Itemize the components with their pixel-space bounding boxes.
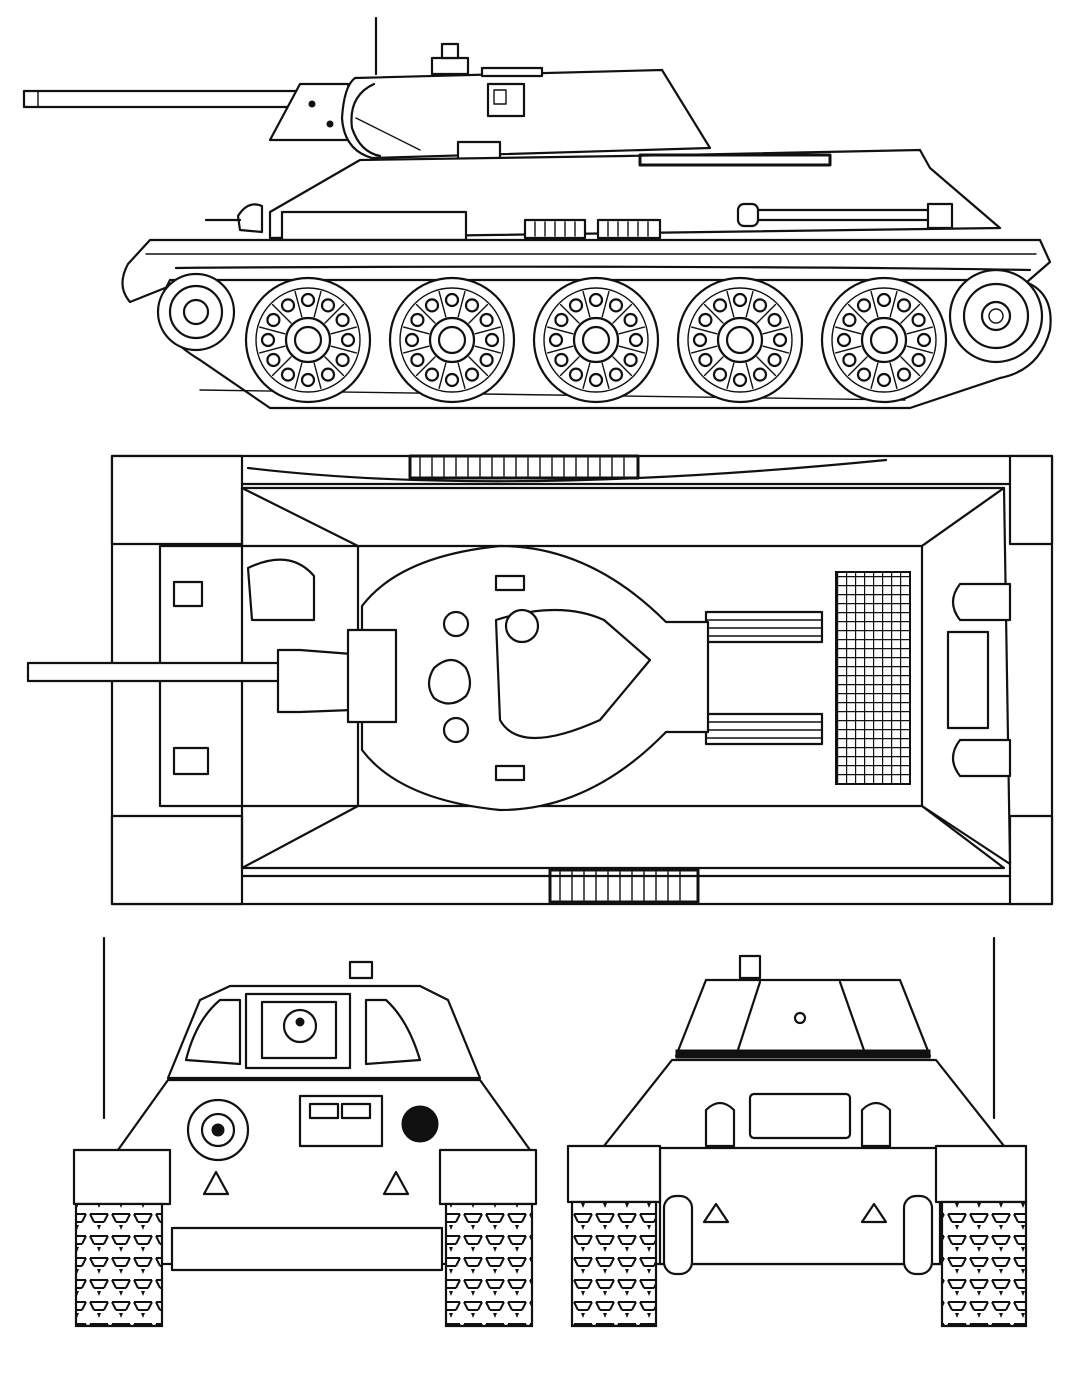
front-tow-hook-left [202,1170,230,1196]
rear-view [566,936,1028,1328]
road-wheel [388,276,516,404]
side-gun-barrel [22,89,302,109]
top-rear-left-fender [1008,454,1054,546]
top-front-left-fender [110,454,244,546]
side-idler-wheel [156,272,236,352]
front-headlight [401,1105,439,1143]
top-upper-glacis-right [240,804,1006,870]
rear-track-right [940,1200,1028,1328]
front-tow-hook-right [382,1170,410,1196]
rear-tow-hook-right [860,1202,888,1224]
top-turret [360,544,710,812]
top-exhaust-upper [951,582,1012,622]
rear-tow-hook-left [702,1202,730,1224]
side-drive-sprocket [948,268,1044,364]
side-engine-grille [638,153,832,167]
rear-exhaust-left [704,1101,736,1148]
top-exhaust-lower [951,738,1012,778]
rear-access-plate [748,1092,852,1140]
rear-exhaust-right [860,1101,892,1148]
top-turret-hatch [504,608,540,644]
side-fuel-tank-box [280,210,468,242]
rear-track-left [570,1200,658,1328]
top-rear-right-fender [1008,814,1054,906]
side-view [22,16,1052,410]
top-spare-track-upper [408,454,640,480]
top-gun-barrel [26,628,398,724]
side-spare-track-2 [596,218,662,240]
side-headlight [236,203,264,234]
front-track-right [444,1202,534,1328]
road-wheel [676,276,804,404]
side-road-wheels [244,276,948,404]
front-gun-mantlet [244,992,352,1070]
rear-fender-left [566,1144,662,1204]
top-spare-track-lower [548,868,700,904]
front-view [72,936,538,1328]
side-turret [340,68,712,160]
side-tow-cable [740,208,948,222]
top-upper-glacis-left [240,486,1006,548]
front-fender-right [438,1148,538,1206]
top-driver-hatch [246,558,316,622]
road-wheel [244,276,372,404]
top-engine-grille [835,571,911,785]
front-track-left [74,1202,164,1328]
top-view [26,454,1054,906]
side-commander-hatch [430,56,470,76]
top-front-right-fender [110,814,244,906]
road-wheel [532,276,660,404]
front-fender-left [72,1148,172,1206]
rear-fuel-drum-left [662,1194,694,1276]
rear-fuel-drum-right [902,1194,934,1276]
rear-periscope [738,954,762,980]
road-wheel [820,276,948,404]
top-tow-cable-upper [246,458,888,483]
top-turret-cupola [427,658,472,705]
front-periscope [348,960,374,980]
rear-fender-right [934,1144,1028,1204]
